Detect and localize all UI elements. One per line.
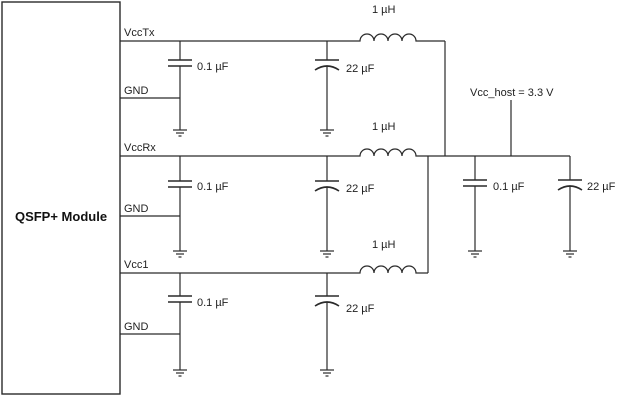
rail-vccrx: VccRx 1 µH GND 0.1 µF 22 µF: [120, 121, 570, 258]
cap-large-label-host: 22 µF: [587, 181, 616, 193]
cap-small-label-vccrx: 0.1 µF: [197, 181, 229, 193]
cap-small-label-host: 0.1 µF: [493, 181, 525, 193]
cap-large-label-vcc1: 22 µF: [346, 303, 375, 315]
cap-large-label-vccrx: 22 µF: [346, 183, 375, 195]
rail-label-vcc1: Vcc1: [124, 259, 148, 271]
module-label: QSFP+ Module: [15, 209, 107, 224]
inductor-vcc1: [357, 265, 428, 274]
host-supply-label: Vcc_host = 3.3 V: [470, 87, 554, 99]
inductor-label-vccrx: 1 µH: [372, 121, 396, 133]
inductor-label-vcc1: 1 µH: [372, 239, 396, 251]
rail-vcc1: Vcc1 1 µH GND 0.1 µF 22 µF: [120, 156, 429, 377]
cap-large-label-vcctx: 22 µF: [346, 63, 375, 75]
inductor-vccrx: [357, 148, 570, 157]
gnd-label-vcc1: GND: [124, 321, 149, 333]
qsfp-module-box: [1, 1, 121, 395]
inductor-label-vcctx: 1 µH: [372, 4, 396, 16]
rail-label-vcctx: VccTx: [124, 27, 155, 39]
cap-small-label-vcctx: 0.1 µF: [197, 61, 229, 73]
cap-small-label-vcc1: 0.1 µF: [197, 297, 229, 309]
rail-vcctx: VccTx 1 µH GND 0.1 µF 22 µF: [120, 4, 446, 156]
gnd-label-vccrx: GND: [124, 203, 149, 215]
host-supply: Vcc_host = 3.3 V 0.1 µF 22 µF: [463, 87, 616, 258]
gnd-label-vcctx: GND: [124, 85, 149, 97]
inductor-vcctx: [357, 33, 445, 42]
rail-label-vccrx: VccRx: [124, 142, 156, 154]
